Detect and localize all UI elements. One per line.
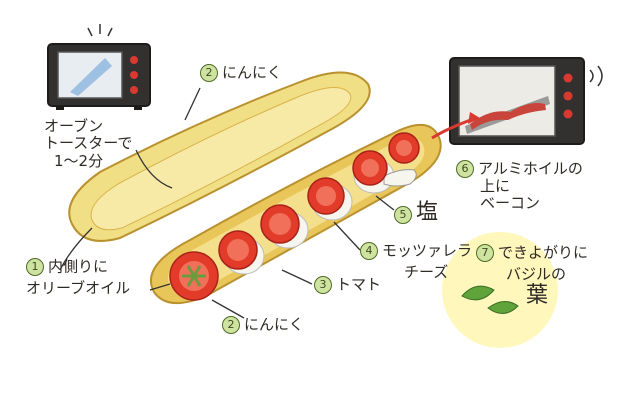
inside-oil-line2: オリーブオイル xyxy=(26,279,131,297)
garlic-bottom-text: にんにく xyxy=(244,315,304,334)
step-number: 6 xyxy=(456,160,474,178)
step-number: 3 xyxy=(314,276,332,294)
oven-time-line2: トースターで xyxy=(44,134,133,153)
step-number: 7 xyxy=(476,244,494,262)
toaster-oven-right-icon xyxy=(449,57,603,145)
leader-lines xyxy=(59,87,395,319)
bacon-arrow-head xyxy=(468,112,480,124)
bacon-line2: 上に xyxy=(480,177,511,195)
step-number: 2 xyxy=(200,64,218,82)
inside-oil-line1: 内側りに xyxy=(48,257,109,276)
basil-line2: バジルの xyxy=(506,265,567,283)
mozzarella-line1: モッツァレラ xyxy=(382,241,473,260)
oven-time-label: オーブン トースターで 1～2分 xyxy=(44,117,133,170)
oven-time-line3: 1～2分 xyxy=(54,151,104,170)
toaster-oven-left-icon xyxy=(47,24,151,110)
step-number: 1 xyxy=(26,258,44,276)
oven-time-line1: オーブン xyxy=(44,117,104,135)
basil-line3: 葉 xyxy=(526,283,549,309)
basil-glow xyxy=(442,232,558,348)
mozzarella-line2: チーズ xyxy=(404,263,449,281)
step-number: 5 xyxy=(394,205,412,224)
tomato-slices xyxy=(169,132,420,301)
tomato-text: トマト xyxy=(336,275,382,294)
bacon-line3: ベーコン xyxy=(480,194,541,213)
step-number: 4 xyxy=(360,242,378,260)
bacon-line1: アルミホイルの xyxy=(478,159,583,178)
salt-text: 塩 xyxy=(416,200,439,225)
step-number: 2 xyxy=(222,316,240,334)
baguette-top-half xyxy=(68,71,371,242)
basil-line1: できよがりに xyxy=(498,243,589,262)
garlic-top-text: にんにく xyxy=(222,63,282,82)
basil-leaf-icon xyxy=(461,285,519,314)
